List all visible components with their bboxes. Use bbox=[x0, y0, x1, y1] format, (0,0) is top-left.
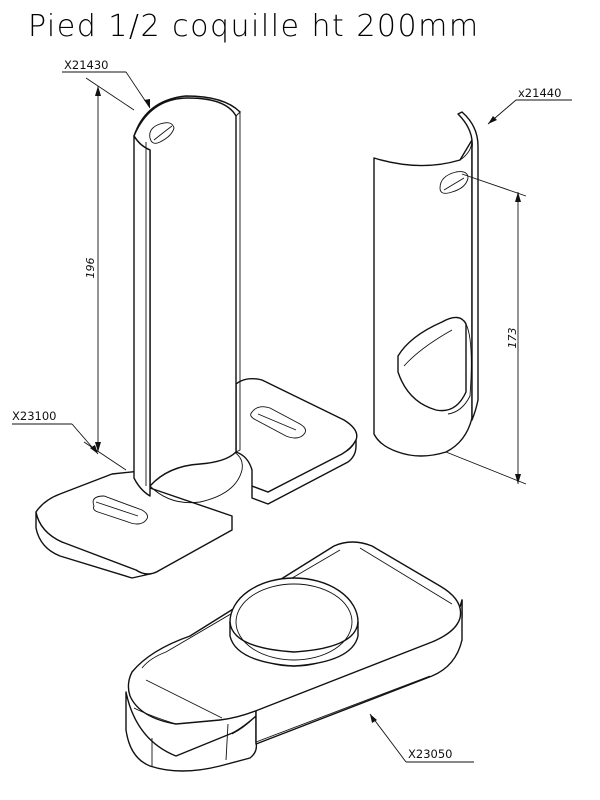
label-x21430: X21430 bbox=[64, 58, 108, 72]
leader-x23050: X23050 bbox=[369, 713, 474, 763]
label-x23050: X23050 bbox=[408, 747, 452, 761]
label-x21440: x21440 bbox=[518, 86, 561, 100]
base-plate-x23100 bbox=[35, 377, 358, 579]
leader-x21440: x21440 bbox=[487, 86, 572, 125]
label-x23100: X23100 bbox=[12, 409, 56, 423]
drawing-title: Pied 1/2 coquille ht 200mm bbox=[28, 9, 480, 44]
dimension-196-label: 196 bbox=[84, 258, 97, 279]
dimension-173-label: 173 bbox=[506, 328, 519, 349]
cap-block-x23050 bbox=[125, 541, 463, 772]
leader-x21430: X21430 bbox=[62, 58, 151, 109]
half-shell-x21430 bbox=[133, 95, 241, 497]
shell-x21440 bbox=[373, 111, 479, 457]
dimension-173: 173 bbox=[445, 173, 527, 485]
dimension-196: 196 bbox=[83, 77, 135, 471]
leader-x23100: X23100 bbox=[12, 409, 99, 455]
